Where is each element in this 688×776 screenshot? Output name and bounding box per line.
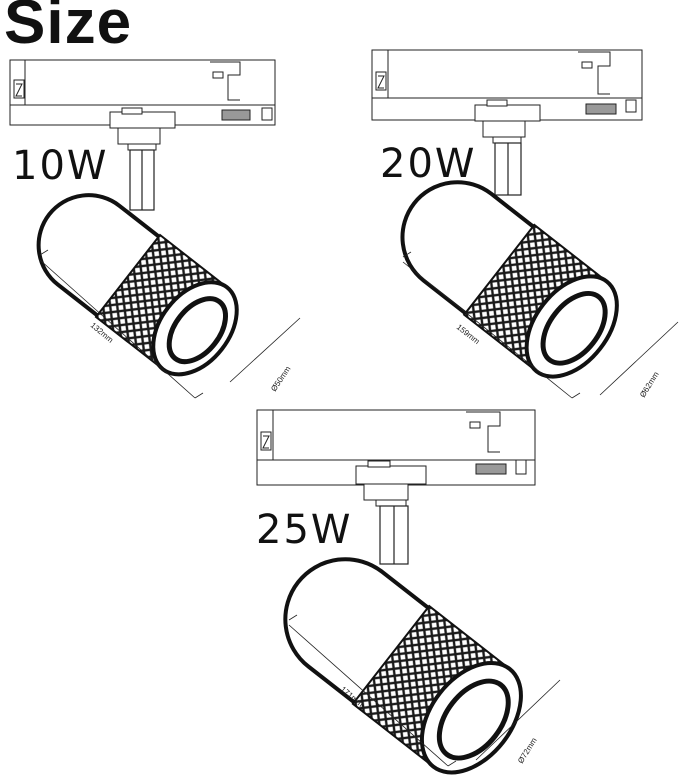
diameter-dimension [229, 317, 301, 383]
length-dimension [39, 249, 204, 399]
stem [129, 149, 155, 211]
track-adapter [371, 49, 643, 144]
page-title: Size [4, 0, 133, 57]
track-adapter [256, 409, 536, 507]
length-dimension [402, 251, 581, 399]
spot-body [283, 557, 523, 775]
spot-body [36, 193, 239, 377]
power-label-20w: 20W [380, 141, 477, 187]
stem [379, 505, 409, 565]
power-label-25w: 25W [256, 507, 353, 553]
diameter-dimension [475, 679, 561, 761]
length-dimension [288, 614, 457, 767]
track-adapter [9, 59, 276, 151]
diameter-dimension [599, 321, 679, 396]
diameter-label: Ø72mm [516, 736, 539, 765]
stem [494, 142, 522, 196]
spot-body [400, 180, 619, 379]
power-label-10w: 10W [12, 143, 109, 189]
